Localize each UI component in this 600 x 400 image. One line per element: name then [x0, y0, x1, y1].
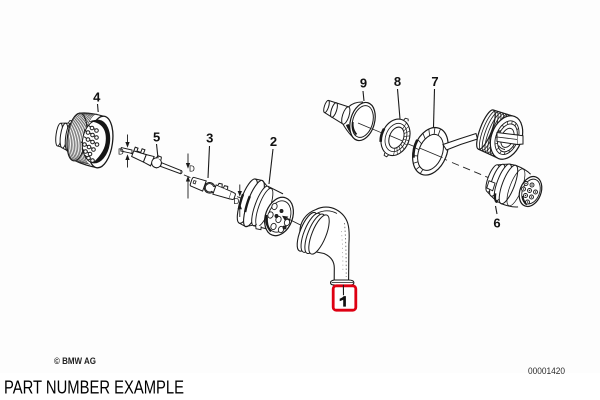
svg-text:© BMW AG: © BMW AG — [54, 356, 96, 367]
svg-text:D: D — [234, 197, 240, 206]
svg-text:6: 6 — [493, 216, 500, 231]
svg-text:PART NUMBER EXAMPLE: PART NUMBER EXAMPLE — [4, 378, 184, 398]
svg-text:3: 3 — [206, 131, 213, 146]
svg-text:00001420: 00001420 — [528, 366, 565, 376]
svg-text:8: 8 — [394, 74, 401, 89]
svg-text:7: 7 — [431, 74, 438, 89]
svg-text:D: D — [118, 148, 124, 157]
svg-text:D: D — [189, 165, 195, 174]
svg-text:9: 9 — [360, 75, 367, 90]
svg-text:5: 5 — [153, 129, 160, 144]
svg-text:2: 2 — [270, 134, 277, 149]
svg-text:4: 4 — [93, 90, 101, 105]
